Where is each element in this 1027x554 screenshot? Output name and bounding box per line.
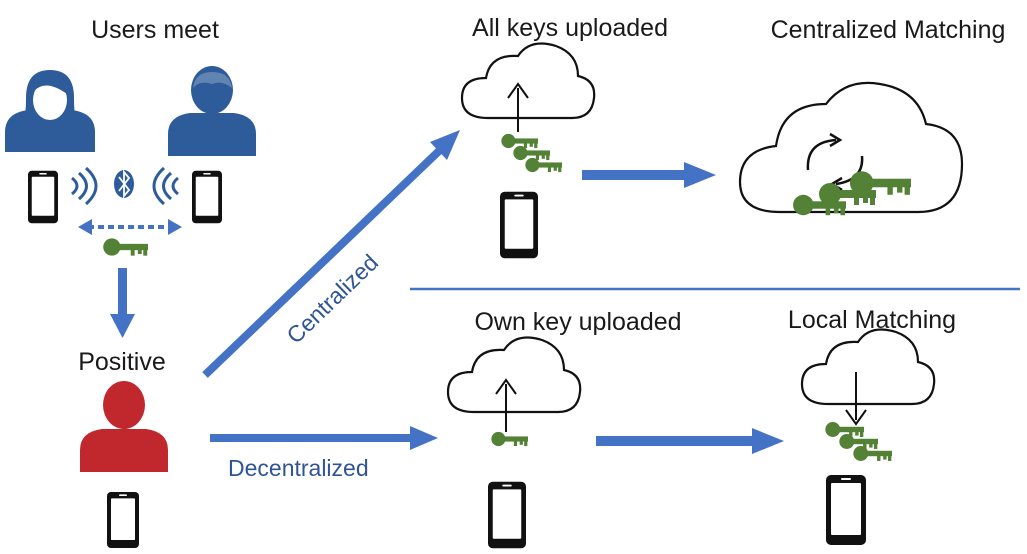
positive-label: Positive [78, 348, 166, 376]
centralized-arrow [202, 130, 460, 378]
signal-icon-left [71, 166, 98, 206]
user-icon-male [168, 66, 256, 156]
down-arrow [110, 268, 135, 338]
key-icon-exchanged [103, 238, 148, 256]
phone-icon-local [826, 475, 866, 545]
phone-icon-user-b [192, 170, 222, 224]
decentralized-arrow [210, 426, 438, 450]
user-icon-female [5, 70, 95, 152]
exchange-arrow [78, 219, 182, 235]
arrow-to-centralized-matching [582, 162, 716, 188]
user-icon-positive [80, 381, 168, 472]
arrow-to-local-matching [596, 428, 784, 454]
key-icon-local-3 [853, 446, 892, 461]
phone-icon-all-keys [500, 191, 538, 259]
key-icon-upload-1 [501, 133, 538, 149]
phone-icon-user-a [28, 170, 58, 224]
users-meet-label: Users meet [91, 16, 219, 44]
cloud-icon-local [800, 328, 936, 426]
signal-icon-right [152, 166, 179, 206]
centralized-label: Centralized [281, 249, 383, 349]
all-keys-uploaded-label: All keys uploaded [472, 14, 668, 42]
key-icon-own [491, 431, 528, 447]
local-matching-label: Local Matching [788, 306, 956, 334]
centralized-matching-label: Centralized Matching [771, 16, 1006, 44]
phone-icon-own-key [488, 481, 526, 549]
own-key-uploaded-label: Own key uploaded [474, 308, 681, 336]
cloud-icon-all-keys [460, 42, 596, 132]
decentralized-label: Decentralized [228, 455, 369, 481]
bluetooth-icon [114, 169, 134, 199]
cloud-icon-own-key [446, 336, 582, 432]
key-icon-upload-3 [525, 157, 562, 173]
key-icon-upload-2 [513, 145, 550, 161]
phone-icon-positive [107, 492, 139, 548]
